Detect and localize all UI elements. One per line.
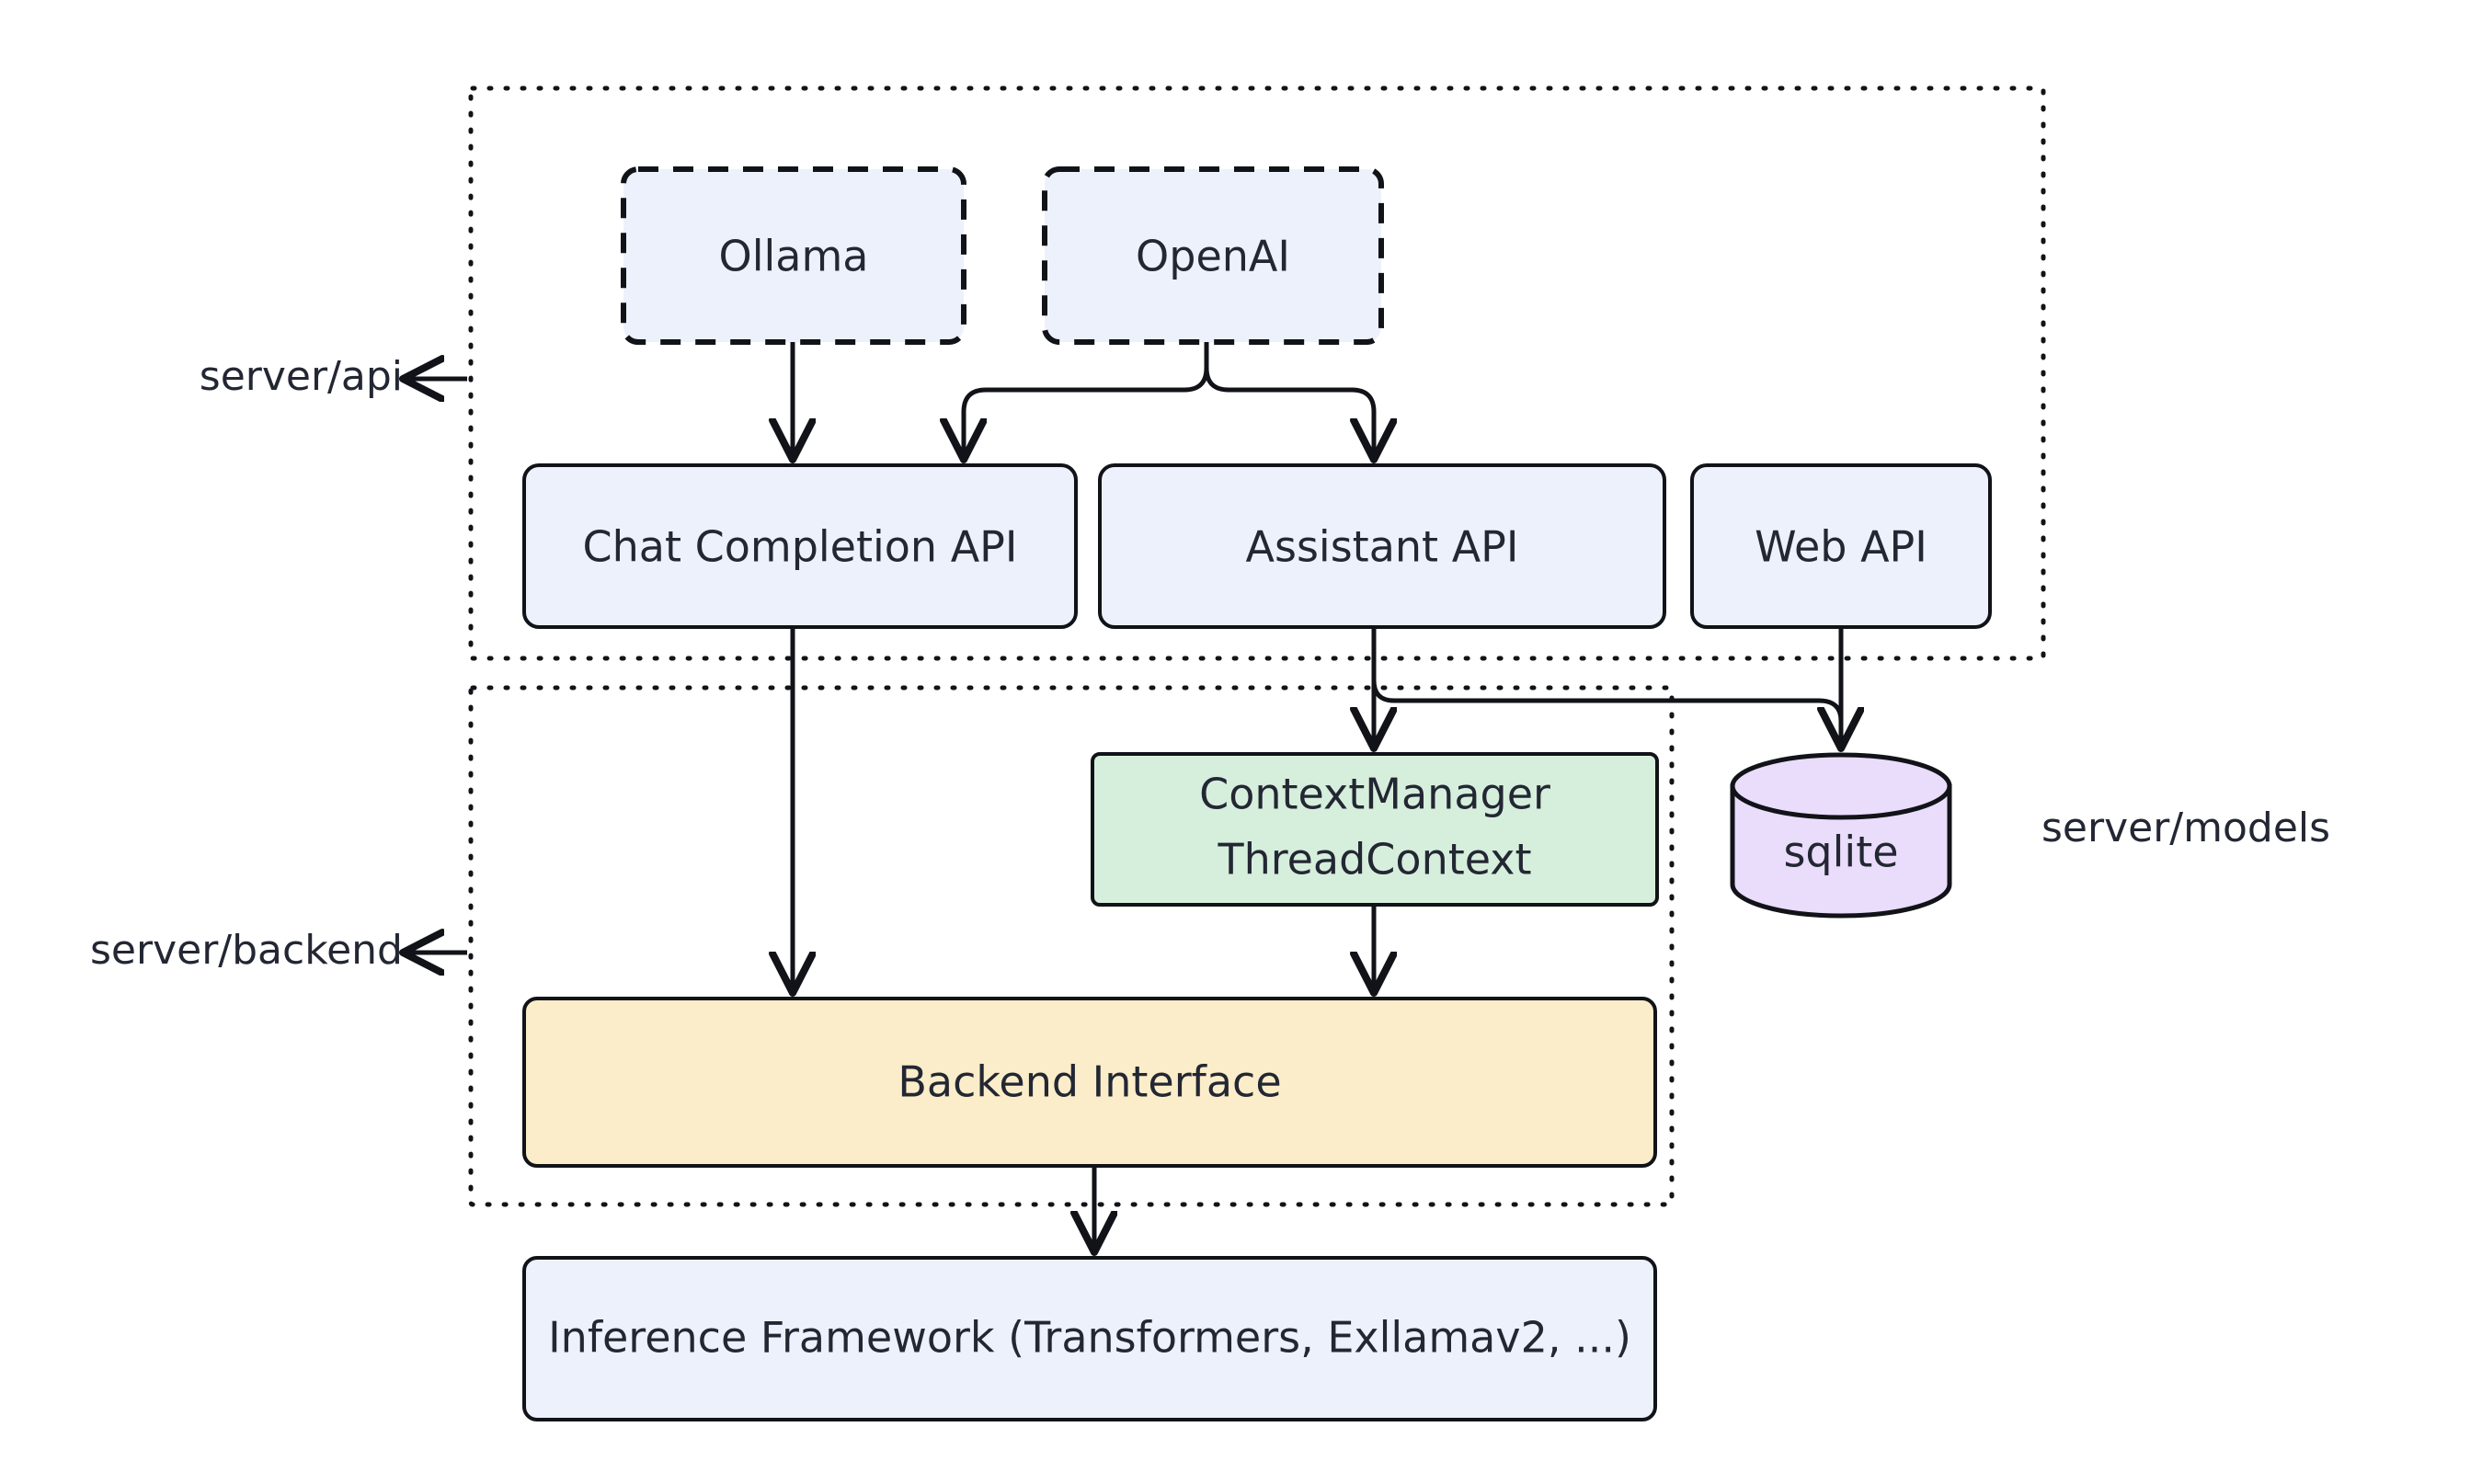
node-inference-framework[interactable]: Inference Framework (Transformers, Exlla… [522,1256,1657,1421]
node-sqlite-label: sqlite [1783,828,1898,877]
group-label-models: server/models [2041,805,2330,851]
group-container-backend [468,685,1675,1207]
edge-assistant-to-sqlite [1371,627,1819,703]
node-web-api-box[interactable] [1690,463,1992,629]
node-openai[interactable]: OpenAI [1042,166,1384,345]
node-sqlite-body[interactable] [1730,783,1952,919]
edge-sqlite-join [1818,698,1844,736]
node-openai-label: OpenAI [1136,232,1290,281]
node-chat-completion-api-label: Chat Completion API [583,522,1018,572]
node-ollama[interactable]: Ollama [621,166,966,345]
node-web-api[interactable]: Web API [1690,463,1992,629]
node-assistant-api-label: Assistant API [1246,522,1519,572]
group-label-backend: server/backend [90,927,403,974]
node-web-api-label: Web API [1755,522,1927,572]
node-chat-completion-api[interactable]: Chat Completion API [522,463,1078,629]
node-inference-framework-box[interactable] [522,1256,1657,1421]
node-context-manager-label-line1: ContextManager [1199,770,1550,819]
node-assistant-api[interactable]: Assistant API [1098,463,1666,629]
node-backend-interface-label: Backend Interface [898,1057,1281,1107]
node-sqlite[interactable]: sqlite [1730,752,1952,919]
group-label-api: server/api [200,353,403,400]
node-context-manager[interactable]: ContextManager ThreadContext [1091,752,1659,907]
node-openai-box[interactable] [1042,166,1384,345]
node-chat-completion-api-box[interactable] [522,463,1078,629]
node-context-manager-label-line2: ThreadContext [1217,835,1531,885]
node-backend-interface-box[interactable] [522,997,1657,1168]
node-ollama-box[interactable] [621,166,966,345]
node-inference-framework-label: Inference Framework (Transformers, Exlla… [548,1313,1631,1363]
node-backend-interface[interactable]: Backend Interface [522,997,1657,1168]
node-assistant-api-box[interactable] [1098,463,1666,629]
edge-openai-to-chat [964,342,1209,458]
group-container-api [468,86,2046,661]
node-ollama-label: Ollama [719,232,869,281]
edge-openai-to-assistant [1204,342,1374,458]
node-context-manager-box[interactable] [1091,752,1659,907]
node-sqlite-top[interactable] [1730,752,1952,820]
